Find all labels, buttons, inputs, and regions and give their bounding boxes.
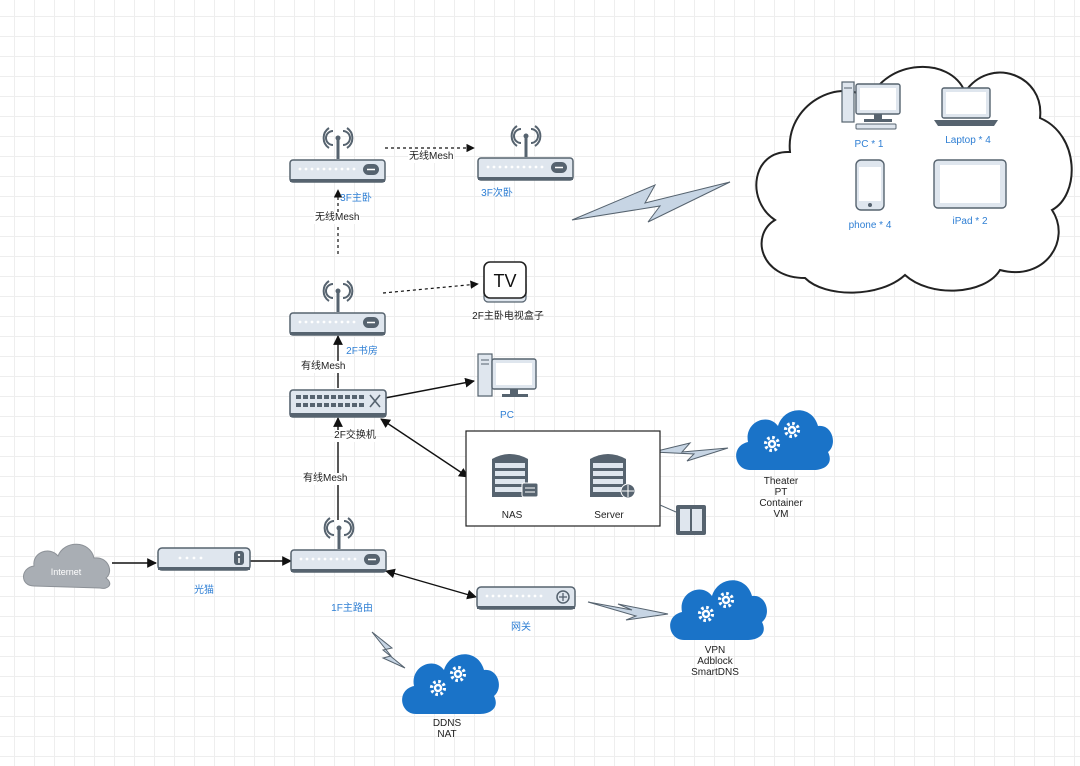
wireless-link-router-to-ddns (371, 631, 406, 669)
storage-device (676, 505, 706, 535)
tv-box-screen-text: TV (493, 271, 516, 291)
modem-label: 光猫 (194, 585, 214, 596)
wifi-phone-icon (855, 159, 885, 211)
service-ddns: DDNS (432, 718, 462, 729)
ap-3f-master-label: 3F主卧 (340, 193, 372, 204)
edge-label-wireless-mesh-vertical: 无线Mesh (314, 212, 361, 224)
wifi-pc-icon (841, 81, 901, 130)
internet-label: Internet (50, 567, 82, 577)
service-smartdns: SmartDNS (691, 667, 739, 678)
link-ap-study-to-tv (382, 280, 479, 294)
edge-label-wired-mesh-bottom: 有线Mesh (302, 473, 349, 485)
wireless-link-server-to-services (652, 442, 729, 462)
service-nat: NAT (437, 729, 457, 740)
wifi-phone-label: phone * 4 (848, 220, 892, 231)
ap-2f-study-device (289, 279, 386, 336)
pc-2f-device (477, 353, 537, 397)
switch-2f-device (289, 389, 387, 418)
pc-2f-label: PC (500, 410, 514, 421)
server-device (590, 454, 636, 499)
nas-label: NAS (501, 510, 523, 521)
edge-label-wired-mesh-top: 有线Mesh (300, 361, 347, 373)
internet-cloud (23, 543, 111, 589)
wireless-link-3f-to-wifi-cloud (571, 181, 731, 223)
router-1f-device (290, 516, 387, 573)
gateway-services-cloud (670, 580, 767, 640)
link-switch-to-pc (384, 377, 475, 399)
router-services-cloud (402, 654, 499, 714)
switch-2f-label: 2F交换机 (334, 430, 376, 442)
tv-box-label: 2F主卧电视盒子 (472, 311, 544, 322)
modem-device (157, 547, 251, 571)
gateway-label: 网关 (511, 622, 531, 633)
ap-3f-second-device (477, 124, 574, 181)
wifi-pc-label: PC * 1 (854, 139, 884, 150)
ap-3f-second-label: 3F次卧 (481, 188, 513, 199)
gateway-services-label: VPN Adblock SmartDNS (691, 645, 739, 678)
server-services-cloud (736, 410, 833, 470)
service-adblock: Adblock (697, 656, 733, 667)
wifi-ipad-label: iPad * 2 (952, 216, 988, 227)
service-vpn: VPN (704, 645, 726, 656)
router-services-label: DDNS NAT (433, 718, 461, 740)
ap-3f-master-device (289, 126, 386, 183)
wifi-laptop-label: Laptop * 4 (945, 135, 991, 146)
link-router-gateway (385, 568, 477, 600)
wireless-link-gateway-to-vpn (587, 601, 669, 621)
wifi-ipad-icon (933, 159, 1007, 209)
wifi-laptop-icon (934, 87, 998, 126)
ap-2f-study-label: 2F书房 (346, 346, 378, 357)
server-label: Server (594, 510, 624, 521)
edge-label-wireless-mesh-horizontal: 无线Mesh (408, 151, 455, 163)
service-vm: VM (773, 509, 789, 520)
link-switch-server-box (380, 418, 469, 478)
server-services-label: Theater PT Container VM (759, 476, 802, 520)
wifi-devices-cloud (755, 65, 1073, 294)
service-container: Container (759, 498, 803, 509)
service-pt: PT (774, 487, 788, 498)
router-1f-label: 1F主路由 (331, 603, 373, 614)
tv-box-device: TV (483, 261, 527, 303)
nas-device (492, 454, 539, 498)
service-theater: Theater (763, 476, 799, 487)
gateway-device (476, 586, 576, 610)
link-server-to-storage (659, 504, 677, 513)
